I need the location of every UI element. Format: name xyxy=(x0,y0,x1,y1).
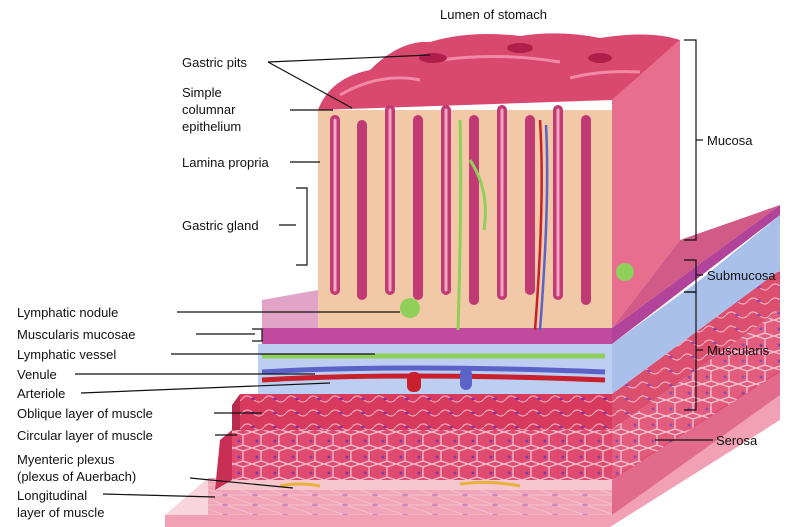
muscularis-mucosae-label: Muscularis mucosae xyxy=(17,327,136,342)
circular-layer-label: Circular layer of muscle xyxy=(17,428,153,443)
serosa-region-label: Serosa xyxy=(716,433,757,448)
lamina-propria-label: Lamina propria xyxy=(182,155,269,170)
submucosa-region-label: Submucosa xyxy=(707,268,776,283)
lymphatic-vessel-label: Lymphatic vessel xyxy=(17,347,116,362)
mucosa-region-label: Mucosa xyxy=(707,133,753,148)
gastric-pits-label: Gastric pits xyxy=(182,55,247,70)
gastric-gland-label: Gastric gland xyxy=(182,218,259,233)
simple-columnar-label-2: columnar xyxy=(182,102,235,117)
longitudinal-layer-label-2: layer of muscle xyxy=(17,505,104,520)
myenteric-plexus-label-1: Myenteric plexus xyxy=(17,452,115,467)
lumen-label: Lumen of stomach xyxy=(440,7,547,22)
oblique-layer-label: Oblique layer of muscle xyxy=(17,406,153,421)
lymphatic-nodule-label: Lymphatic nodule xyxy=(17,305,118,320)
simple-columnar-label-3: epithelium xyxy=(182,119,241,134)
muscularis-region-label: Muscularis xyxy=(707,343,769,358)
myenteric-plexus-label-2: (plexus of Auerbach) xyxy=(17,469,136,484)
simple-columnar-label-1: Simple xyxy=(182,85,222,100)
arteriole-label: Arteriole xyxy=(17,386,65,401)
venule-label: Venule xyxy=(17,367,57,382)
longitudinal-layer-label-1: Longitudinal xyxy=(17,488,87,503)
